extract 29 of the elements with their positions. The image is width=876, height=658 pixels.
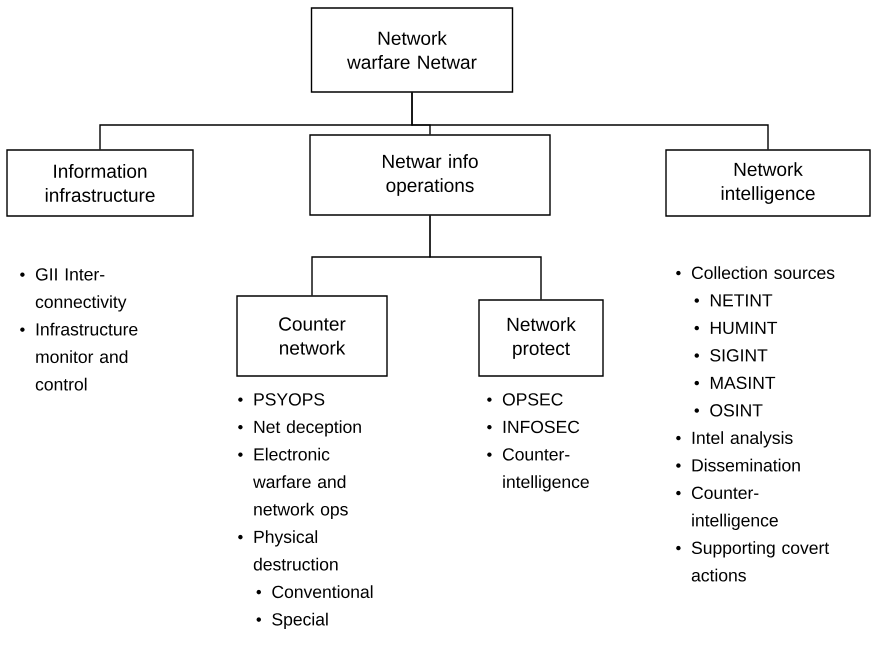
bullet-item: OPSEC bbox=[502, 393, 563, 406]
bullet-item: HUMINT bbox=[710, 322, 778, 334]
org-box: Network warfare Netwar bbox=[310, 7, 514, 93]
bullet-item: Special bbox=[272, 612, 328, 630]
connector-line bbox=[411, 92, 769, 150]
bullet-item: Conventional bbox=[272, 585, 372, 598]
bullet-item: PSYOPS bbox=[254, 393, 324, 406]
bullet-item: OSINT bbox=[710, 404, 763, 417]
bullet-item: Net deception bbox=[254, 420, 361, 437]
bullet-item: Intel analysis bbox=[692, 431, 793, 448]
bullet-item: Electronic warfare and network ops bbox=[253, 448, 348, 520]
connector-line bbox=[429, 216, 542, 300]
bullet-item: Dissemination bbox=[692, 458, 800, 472]
bullet-item: Counter-intelligence bbox=[692, 486, 778, 530]
org-box: Counter network bbox=[236, 295, 388, 377]
org-box: Information infrastructure bbox=[6, 149, 194, 217]
bullet-item: SIGINT bbox=[710, 349, 768, 362]
bullet-item: INFOSEC bbox=[504, 420, 580, 434]
bullet-item: Counter-intelligence bbox=[502, 448, 589, 492]
bullet-item: Supporting covert actions bbox=[692, 541, 830, 582]
bullet-item: Physical destruction bbox=[254, 530, 338, 571]
bullet-item: Collection sources bbox=[692, 266, 834, 280]
bullet-item: Infrastructure monitor and control bbox=[36, 322, 138, 391]
bullet-item: GII Inter-connectivity bbox=[36, 268, 126, 312]
org-box: Network intelligence bbox=[665, 149, 871, 217]
bullet-item: MASINT bbox=[710, 376, 776, 390]
bullet-item: NETINT bbox=[710, 294, 772, 306]
org-box: Netwar info operations bbox=[309, 134, 551, 216]
org-box: Network protect bbox=[478, 299, 604, 377]
